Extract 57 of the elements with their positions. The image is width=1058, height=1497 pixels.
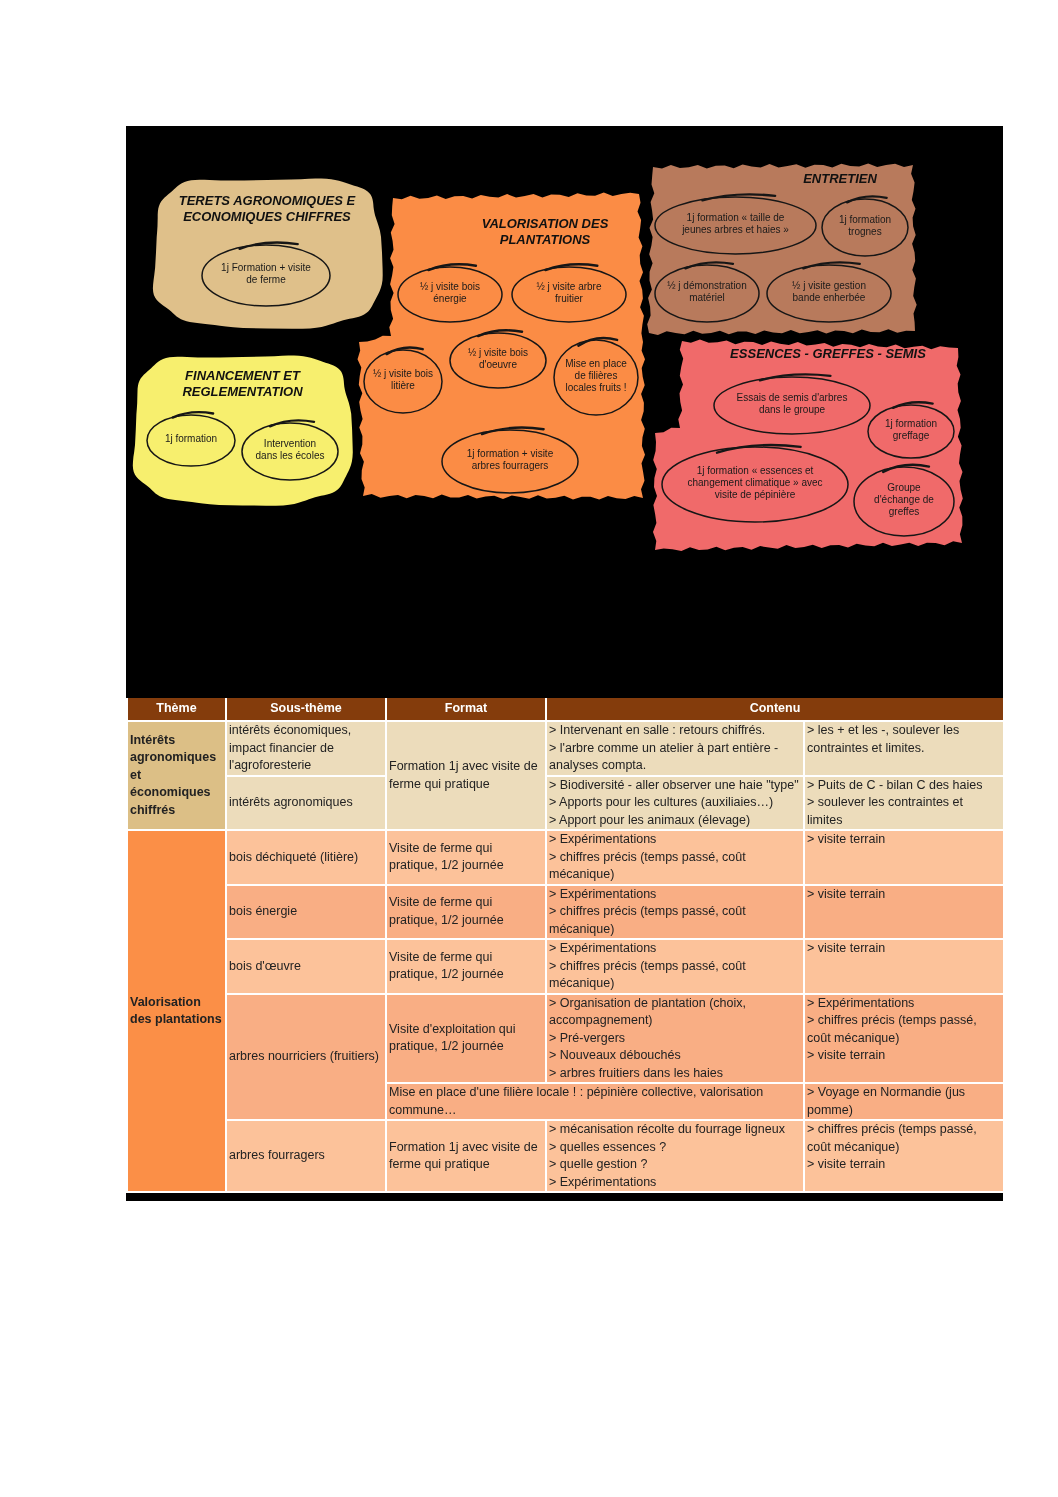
cell-text: > visite terrain [807,885,886,903]
cell-text: > Biodiversité - aller observer une haie "type" [549,776,799,794]
cell-text: bois déchiqueté (litière) [229,848,359,866]
cell-text: bois énergie [229,903,298,920]
cell-text: > Organisation de plantation (choix, accompagnement) [549,994,747,1029]
cell-text: > chiffres précis (temps passé, coût mécanique) [807,1012,978,1047]
cell-text: > les + et les -, soulever les contraintes et limites. [807,722,961,757]
cell-text: arbres nourriciers (fruitiers) [229,1048,380,1065]
cell-text: Visite de ferme qui pratique, 1/2 journée [389,948,505,984]
cell-text: > chiffres précis (temps passé, coût mécanique) [807,1121,978,1156]
cell-text: Formation 1j avec visite de ferme qui pratique [389,1138,539,1173]
cell-text: > Pré-vergers [549,1029,626,1047]
group-title: ENTRETIEN [803,171,877,187]
cell-text: > visite terrain [807,831,886,848]
cell-text: Formation 1j avec visite de ferme qui pratique [389,758,539,793]
cell-text: > Intervenant en salle : retours chiffrés. [549,722,766,739]
cell-text: > Expérimentations [549,885,657,903]
cell-text: > chiffres précis (temps passé, coût mécanique) [549,903,747,938]
column-header: Format [386,698,546,721]
column-header: Thème [127,698,226,721]
cell-text: Valorisation des plantations [130,993,223,1028]
cell-text: > Nouveaux débouchés [549,1047,681,1064]
group-blob [645,163,917,335]
cell-text: > Voyage en Normandie (jus pomme) [807,1084,967,1119]
cell-text: Mise en place d'une filière locale ! : pépinière collective, valorisation commune… [389,1084,765,1119]
cell-text: > Puits de C - bilan C des haies [807,776,983,794]
cell-text: > l'arbre comme un atelier à part entière - analyses compta. [549,739,780,774]
column-header: Contenu [546,698,1004,721]
cell-text: Visite de ferme qui pratique, 1/2 journée [389,839,505,875]
cell-text: Visite d'exploitation qui pratique, 1/2 journée [389,1020,517,1056]
cell-text: > chiffres précis (temps passé, coût mécanique) [549,957,747,992]
group-title: ESSENCES - GREFFES - SEMIS [730,346,926,362]
cell-text: bois d'œuvre [229,957,301,975]
group-title: FINANCEMENT ET REGLEMENTATION [181,368,304,400]
cell-text: Visite de ferme qui pratique, 1/2 journée [389,894,505,929]
cell-text: > Expérimentations [549,1173,657,1191]
cell-text: > Apport pour les animaux (élevage) [549,811,751,829]
cell-text: > visite terrain [807,1156,886,1173]
cell-text: > quelle gestion ? [549,1156,648,1173]
cell-text: arbres fourragers [229,1147,325,1165]
cell-text: Intérêts agronomiques et économiques chiffrés [130,731,218,819]
column-header: Sous-thème [226,698,386,721]
group-title: VALORISATION DES PLANTATIONS [480,216,610,248]
cell-text: > quelles essences ? [549,1138,667,1156]
cell-text: > visite terrain [807,1047,886,1064]
cell-text: > Expérimentations [549,940,657,957]
cell-text: > visite terrain [807,940,886,957]
cell-text: intérêts agronomiques [229,794,353,811]
cell-text: > arbres fruitiers dans les haies [549,1064,724,1082]
group-title: TERETS AGRONOMIQUES E ECONOMIQUES CHIFFRES [177,193,357,225]
cell-text: > Apports pour les cultures (auxiliaies…) [549,794,774,811]
cell-text: > Expérimentations [807,994,915,1012]
cell-text: > chiffres précis (temps passé, coût mécanique) [549,848,747,883]
cell-text: > soulever les contraintes et limites [807,794,964,829]
cell-text: > mécanisation récolte du fourrage ligneux [549,1121,785,1138]
cell-text: intérêts économiques, impact financier de l'agroforesterie [229,722,353,774]
cell-text: > Expérimentations [549,831,657,848]
